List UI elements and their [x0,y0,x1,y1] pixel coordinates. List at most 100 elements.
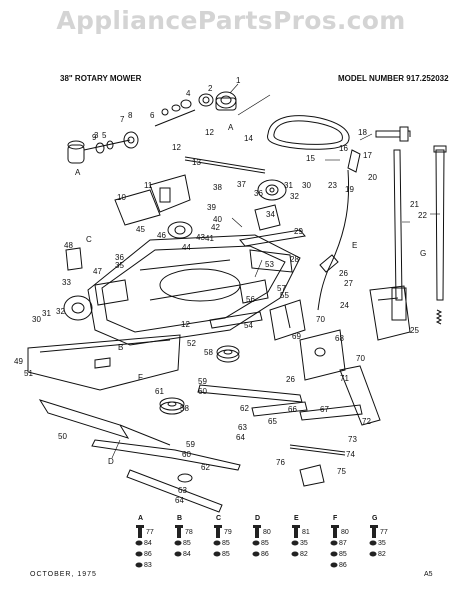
callout-G: G [420,249,426,258]
washer-icon [330,551,338,557]
mount-plate-10 [114,189,161,226]
callout-30b: 30 [32,315,41,324]
callout-72: 72 [362,417,371,426]
callout-70a: 70 [316,315,325,324]
callout-7: 7 [120,115,125,124]
callout-56: 56 [246,295,255,304]
lift-bracket-assembly [369,285,411,341]
callout-18: 18 [358,128,367,137]
callout-53: 53 [265,260,274,269]
engine-pulley-1 [215,91,237,111]
callout-30a: 30 [302,181,311,190]
callout-36a: 36 [254,189,263,198]
washer-icon [174,551,182,557]
callout-58a: 58 [204,348,213,357]
callout-6: 6 [150,111,155,120]
callout-76: 76 [276,458,285,467]
callout-63a: 63 [238,423,247,432]
diagram-title: 38" ROTARY MOWER [60,74,142,83]
callout-D: D [108,457,114,466]
arm-54 [209,311,263,329]
callout-8: 8 [128,111,133,120]
callout-26a: 26 [339,269,348,278]
idler-pulley-42 [167,221,193,239]
callout-52: 52 [187,339,196,348]
hardware-letter: E [294,515,299,522]
deck-front-skirt-49 [27,334,181,391]
left-bearing-housing [67,131,139,164]
callout-38: 38 [213,183,222,192]
callout-9: 9 [92,133,97,142]
washer-icon [135,551,143,557]
callout-43: 43 [196,233,205,242]
callout-33: 33 [62,278,71,287]
hardware-part-number: 77 [380,529,388,536]
callout-35: 35 [115,261,124,270]
hardware-part-number: 78 [185,529,193,536]
callout-74: 74 [346,450,355,459]
link-17 [347,149,361,173]
callout-54: 54 [244,321,253,330]
callout-40: 40 [213,215,222,224]
callout-46: 46 [157,231,166,240]
hardware-key: A77848683B788584C798585D808586E813582F80… [135,515,388,569]
callout-64b: 64 [175,496,184,505]
callout-F: F [138,373,143,382]
hardware-part-number: 77 [146,529,154,536]
left-blade-62 [91,439,241,471]
bolt-icon [370,525,378,538]
hardware-part-number: 86 [339,562,347,569]
callout-22: 22 [418,211,427,220]
washer-icon [135,562,143,568]
callout-63b: 63 [178,486,187,495]
callout-20: 20 [368,173,377,182]
callout-59a: 59 [198,377,207,386]
callout-71: 71 [340,374,349,383]
callout-24: 24 [340,301,349,310]
hardware-part-number: 35 [378,540,386,547]
bolt-icon [331,525,339,538]
callout-60b: 60 [182,450,191,459]
callout-42: 42 [211,223,220,232]
lever-21 [391,149,407,321]
callout-21: 21 [410,200,419,209]
mower-deck [87,234,301,346]
hardware-letter: D [255,515,260,522]
lever-71 [339,365,381,426]
callout-59b: 59 [186,440,195,449]
bracket-11 [149,174,191,213]
footer-date: OCTOBER, 1975 [30,571,97,578]
callout-50: 50 [58,432,67,441]
washer-icon [213,540,221,546]
pulley-2 [198,93,214,107]
arm-72 [299,404,363,421]
baffle-50 [38,399,171,446]
leader-lines [111,83,440,459]
callout-3: 3 [94,131,99,140]
hardware-letter: G [372,515,378,522]
bracket-48 [65,247,83,271]
callout-16: 16 [339,144,348,153]
hardware-part-number: 84 [144,540,152,547]
callout-25: 25 [410,326,419,335]
bracket-57 [269,299,306,341]
callout-61: 61 [155,387,164,396]
callout-73: 73 [348,435,357,444]
callout-36b: 36 [115,253,124,262]
callout-37: 37 [237,180,246,189]
callout-49: 49 [14,357,23,366]
right-spindle-58 [216,345,240,363]
callout-E: E [352,241,357,250]
callout-14: 14 [244,134,253,143]
callout-34: 34 [266,210,275,219]
callout-C: C [86,235,92,244]
callout-64a: 64 [236,433,245,442]
callout-32a: 32 [290,192,299,201]
callout-17: 17 [363,151,372,160]
callout-A2: A [75,168,81,177]
callout-70b: 70 [356,354,365,363]
